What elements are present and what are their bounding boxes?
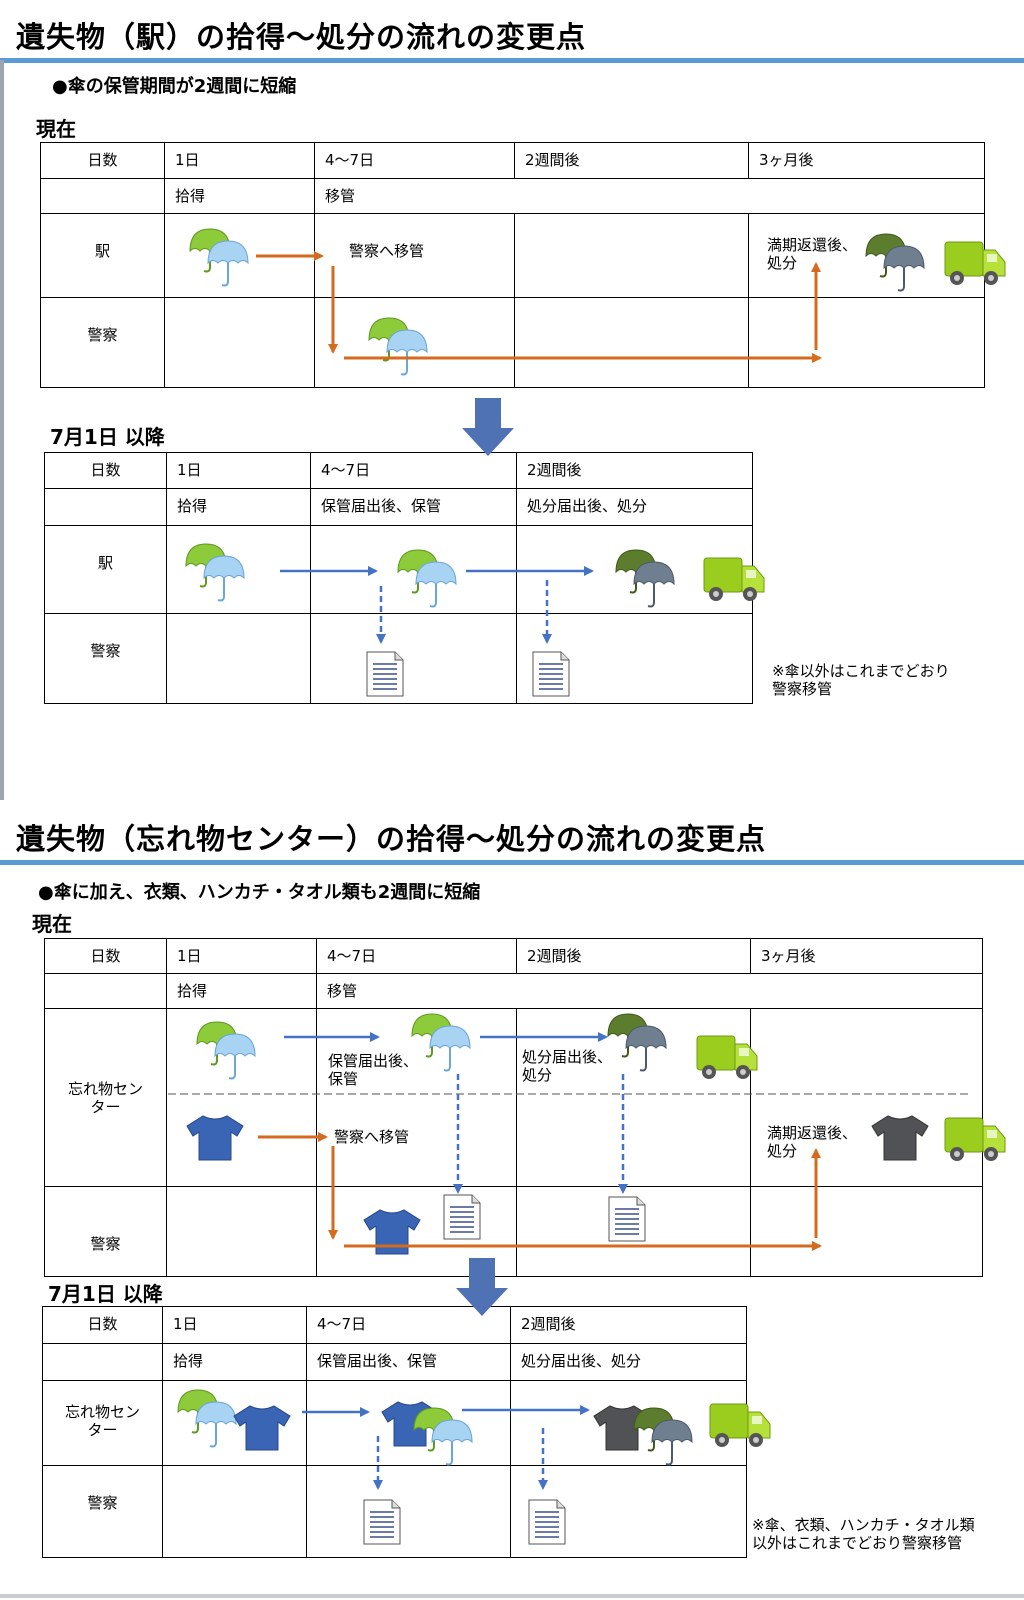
header-cell: 日数 <box>42 1306 163 1344</box>
row-label-police: 警察 <box>44 613 167 704</box>
row2-cell: 拾得 <box>166 488 311 526</box>
row2-cell <box>40 178 165 214</box>
section2-title: 遺失物（忘れ物センター）の拾得～処分の流れの変更点 <box>16 822 767 856</box>
header-cell: 2週間後 <box>510 1306 747 1344</box>
row2-cell: 拾得 <box>162 1343 307 1381</box>
row2-cell: 移管 <box>316 973 983 1009</box>
section2-bullet: ●傘に加え、衣類、ハンカチ・タオル類も2週間に短縮 <box>38 882 481 903</box>
section1-bullet: ●傘の保管期間が2週間に短縮 <box>52 76 297 97</box>
section1-current-table: 日数 1日 4～7日 2週間後 3ヶ月後 拾得 移管 駅 警察 <box>40 142 985 388</box>
header-cell: 2週間後 <box>516 938 751 974</box>
section1-after-table: 日数 1日 4～7日 2週間後 拾得 保管届出後、保管 処分届出後、処分 駅 警… <box>44 452 753 704</box>
row-label-station: 駅 <box>44 525 167 614</box>
row-label-police: 警察 <box>44 1186 167 1277</box>
header-cell: 1日 <box>166 938 317 974</box>
section2-after-table: 日数 1日 4～7日 2週間後 拾得 保管届出後、保管 処分届出後、処分 忘れ物… <box>42 1306 747 1558</box>
row2-cell <box>44 488 167 526</box>
note-transfer: 警察へ移管 <box>349 242 425 260</box>
note-dispose-report: 処分届出後、 処分 <box>522 1048 613 1084</box>
down-arrow-icon <box>462 398 514 456</box>
header-cell: 2週間後 <box>514 142 749 179</box>
row2-cell: 保管届出後、保管 <box>310 488 517 526</box>
header-cell: 1日 <box>162 1306 307 1344</box>
section1-current-label: 現在 <box>36 117 76 141</box>
header-cell: 4～7日 <box>306 1306 511 1344</box>
section2-current-label: 現在 <box>32 912 72 936</box>
row-label-center: 忘れ物セン ター <box>44 1008 167 1187</box>
header-cell: 4～7日 <box>310 452 517 489</box>
bottom-border <box>0 1594 1024 1598</box>
section1-title: 遺失物（駅）の拾得～処分の流れの変更点 <box>16 20 587 54</box>
header-cell: 日数 <box>44 938 167 974</box>
row2-cell <box>44 973 167 1009</box>
row-label-station: 駅 <box>40 213 165 298</box>
note-dispose: 満期返還後、 処分 <box>767 236 858 272</box>
note-dispose: 満期返還後、 処分 <box>767 1124 858 1160</box>
row2-cell: 処分届出後、処分 <box>516 488 753 526</box>
section2-footnote: ※傘、衣類、ハンカチ・タオル類 以外はこれまでどおり警察移管 <box>752 1516 975 1552</box>
title-rule <box>0 58 1024 63</box>
section2-after-label: 7月1日 以降 <box>48 1282 163 1306</box>
row-label-police: 警察 <box>42 1465 163 1558</box>
row2-cell: 保管届出後、保管 <box>306 1343 511 1381</box>
title-rule <box>0 860 1024 865</box>
row2-cell: 処分届出後、処分 <box>510 1343 747 1381</box>
row-label-center: 忘れ物セン ター <box>42 1380 163 1466</box>
note-keep: 保管届出後、 保管 <box>328 1052 419 1088</box>
row2-cell: 拾得 <box>166 973 317 1009</box>
section1-footnote: ※傘以外はこれまでどおり 警察移管 <box>772 662 950 698</box>
header-cell: 日数 <box>40 142 165 179</box>
header-cell: 4～7日 <box>314 142 515 179</box>
row2-cell: 移管 <box>314 178 985 214</box>
header-cell: 日数 <box>44 452 167 489</box>
header-cell: 2週間後 <box>516 452 753 489</box>
header-cell: 1日 <box>164 142 315 179</box>
row2-cell <box>42 1343 163 1381</box>
section2-current-table: 日数 1日 4～7日 2週間後 3ヶ月後 拾得 移管 忘れ物セン ター 警察 <box>44 938 983 1277</box>
row-label-police: 警察 <box>40 297 165 388</box>
section1-after-label: 7月1日 以降 <box>50 425 165 449</box>
header-cell: 3ヶ月後 <box>750 938 983 974</box>
header-cell: 4～7日 <box>316 938 517 974</box>
header-cell: 3ヶ月後 <box>748 142 985 179</box>
note-transfer: 警察へ移管 <box>334 1128 410 1146</box>
left-border <box>0 60 4 800</box>
header-cell: 1日 <box>166 452 311 489</box>
row2-cell: 拾得 <box>164 178 315 214</box>
